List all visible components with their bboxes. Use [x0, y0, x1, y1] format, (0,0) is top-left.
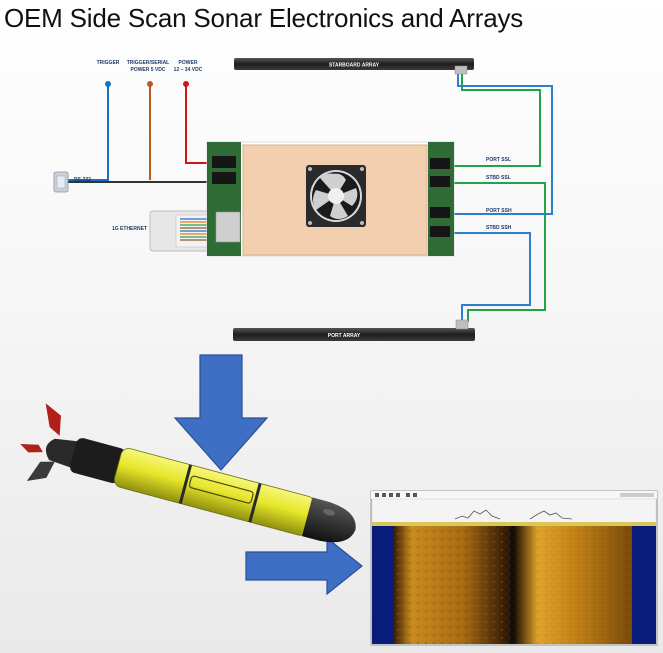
ethernet-plug-icon: [149, 210, 217, 252]
trigger-serial-terminal-icon: [147, 81, 153, 87]
starboard-array: [234, 58, 474, 75]
trigger-serial-label-2: POWER 5 VDC: [130, 67, 165, 73]
stbd-ssh-wire: [452, 232, 531, 322]
power-label-2: 12 – 34 VDC: [174, 67, 203, 73]
trigger-label: TRIGGER: [97, 60, 120, 66]
port-ssl-wire: [452, 72, 541, 167]
rs232-label: RS-232: [74, 177, 91, 183]
port-array: [233, 319, 475, 341]
auv-vehicle: [20, 403, 356, 543]
port-ssh-wire: [452, 72, 553, 215]
electronics-board: [206, 141, 455, 257]
page-title: OEM Side Scan Sonar Electronics and Arra…: [4, 3, 524, 33]
power-label: POWER: [179, 60, 198, 66]
stbd-ssh-label: STBD SSH: [486, 225, 512, 231]
right-arrow-icon: [245, 536, 363, 596]
wiring: [62, 72, 553, 322]
down-arrow-icon: [173, 354, 269, 471]
power-terminal-icon: [183, 81, 189, 87]
trigger-wire: [62, 84, 109, 181]
stbd-ssl-wire: [452, 182, 546, 322]
trigger-serial-label: TRIGGER/SERIAL: [127, 60, 170, 66]
port-ssl-label: PORT SSL: [486, 157, 511, 163]
rs232-connector-icon: [53, 171, 69, 193]
starboard-array-label: STARBOARD ARRAY: [329, 63, 380, 69]
ethernet-label: 1G ETHERNET: [112, 226, 147, 232]
fan-icon: [306, 165, 366, 227]
power-wire: [185, 84, 214, 164]
port-array-label: PORT ARRAY: [328, 333, 361, 339]
sonar-display-window: [370, 490, 658, 646]
port-ssh-label: PORT SSH: [486, 208, 512, 214]
trigger-terminal-icon: [105, 81, 111, 87]
stbd-ssl-label: STBD SSL: [486, 175, 511, 181]
